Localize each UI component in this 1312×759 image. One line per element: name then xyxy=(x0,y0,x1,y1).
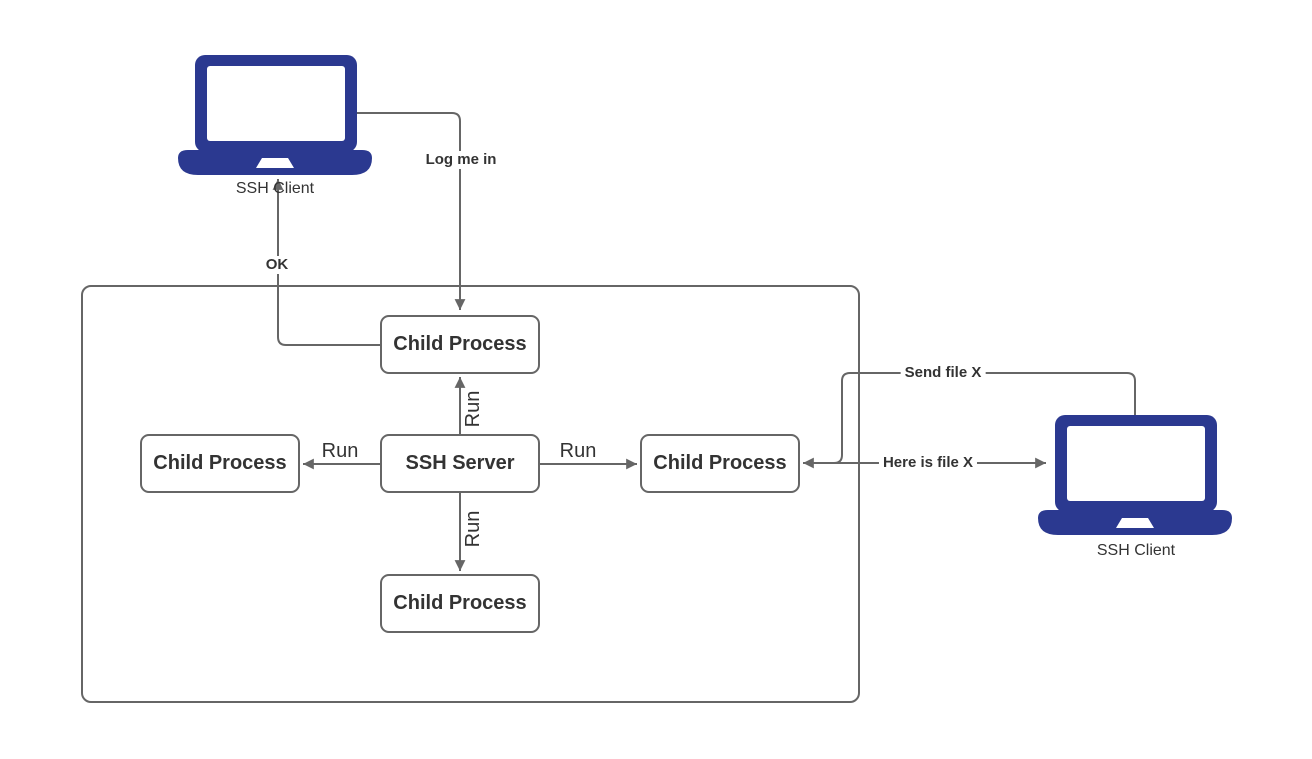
laptop-icon-left xyxy=(178,55,372,175)
node-child-process-top: Child Process xyxy=(380,315,540,374)
label-run-right: Run xyxy=(559,440,597,462)
label-ssh-client-right: SSH Client xyxy=(1096,542,1176,559)
label-run-up: Run xyxy=(462,390,484,428)
node-ssh-server: SSH Server xyxy=(380,434,540,493)
label-ok: OK xyxy=(261,256,293,274)
edge-log-me-in xyxy=(357,112,466,310)
edge-send-file-x xyxy=(803,372,1136,469)
node-child-process-right: Child Process xyxy=(640,434,800,493)
label-send-file-x: Send file X xyxy=(900,364,986,382)
label-run-down: Run xyxy=(462,510,484,548)
laptop-icon-right xyxy=(1038,415,1232,535)
node-child-process-bottom: Child Process xyxy=(380,574,540,633)
label-run-left: Run xyxy=(321,440,359,462)
label-ssh-client-left: SSH Client xyxy=(235,180,315,197)
node-child-process-left: Child Process xyxy=(140,434,300,493)
label-here-is-file-x: Here is file X xyxy=(878,454,978,472)
server-boundary-box xyxy=(81,285,860,703)
edge-ok xyxy=(272,179,380,346)
label-log-me-in: Log me in xyxy=(421,151,501,169)
